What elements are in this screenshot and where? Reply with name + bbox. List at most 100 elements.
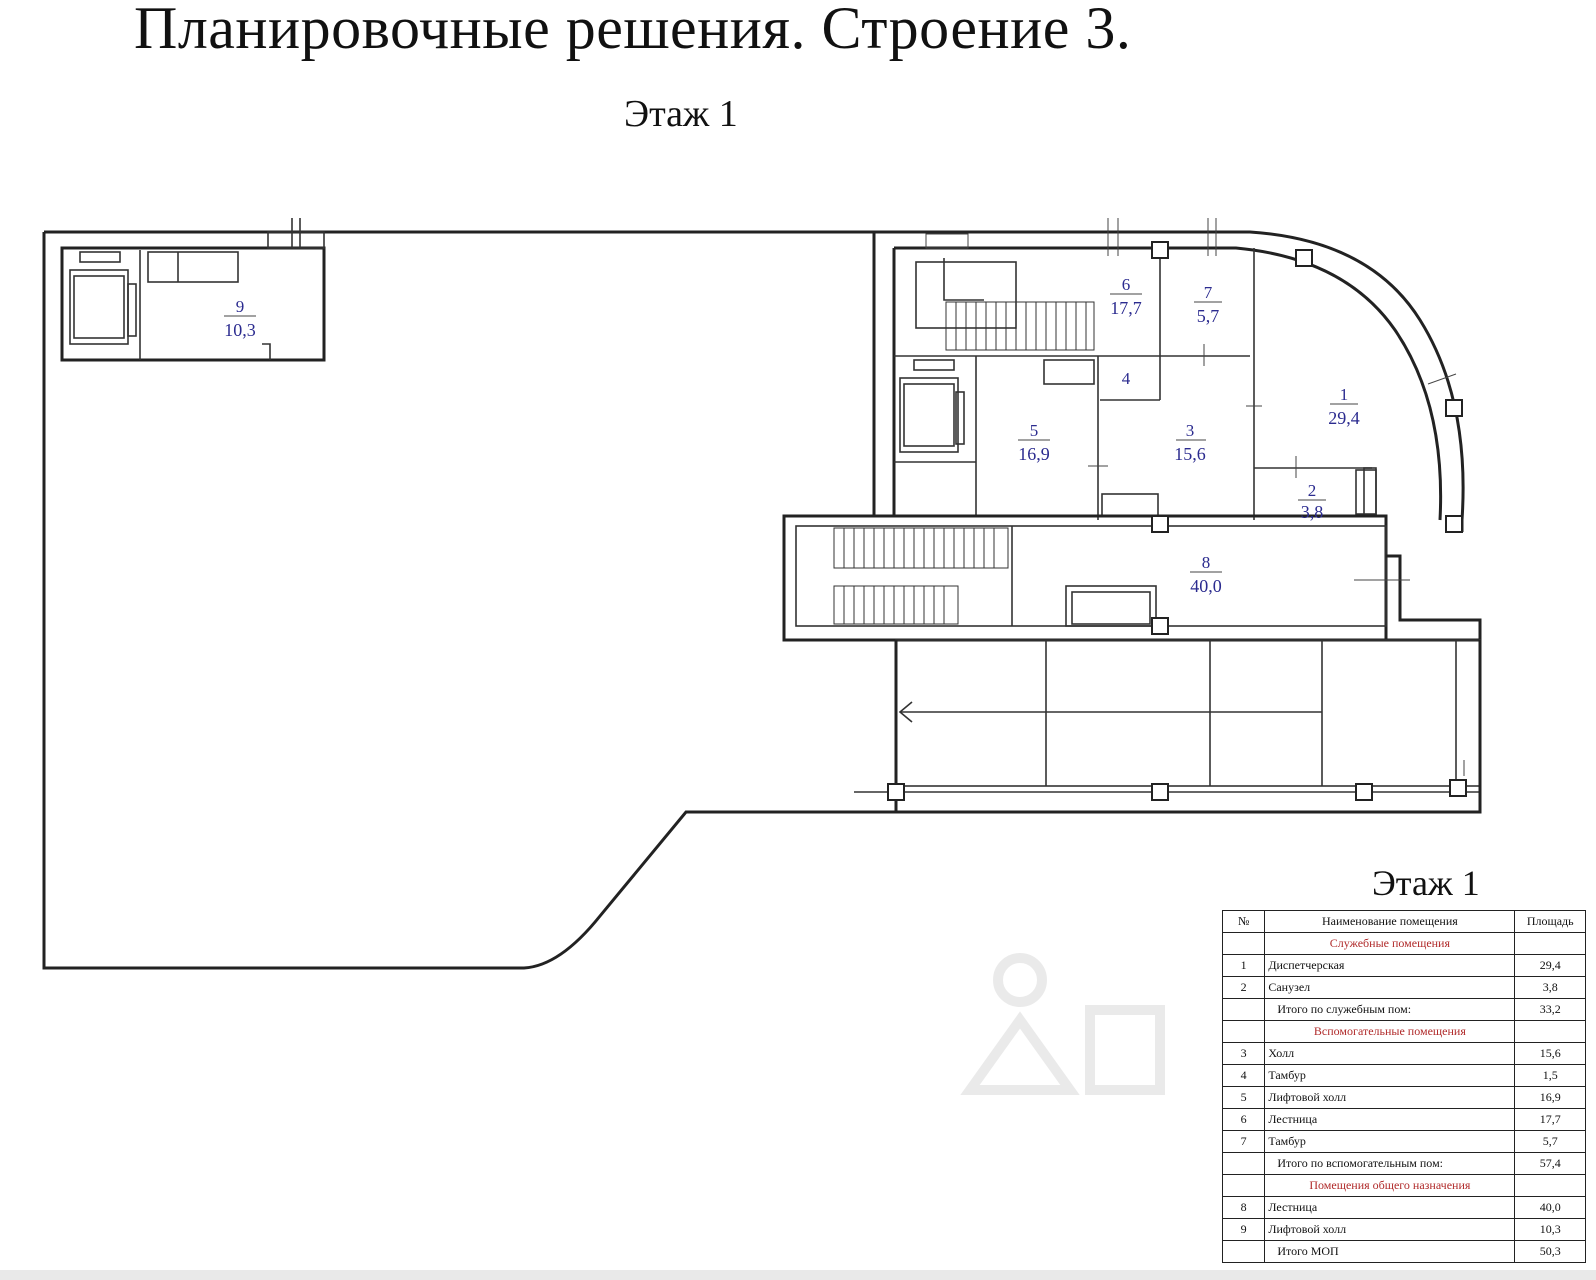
cell-area: 10,3 xyxy=(1514,1218,1586,1241)
building-outline xyxy=(42,230,1482,970)
room-label-5: 516,9 xyxy=(1018,421,1050,464)
cell-area: 15,6 xyxy=(1514,1042,1586,1065)
cell-area: 50,3 xyxy=(1514,1240,1586,1263)
cell-number: 9 xyxy=(1221,1218,1266,1241)
room-label-6: 617,7 xyxy=(1110,275,1142,318)
room-label-3: 315,6 xyxy=(1174,421,1206,464)
table-total-row: Итого по служебным пом:33,2 xyxy=(1221,998,1586,1021)
cell-number xyxy=(1221,932,1266,955)
table-section-row: Служебные помещения xyxy=(1221,932,1586,955)
column-header: Наименование помещения xyxy=(1264,910,1516,933)
cell-number xyxy=(1221,1240,1266,1263)
cell-number: 6 xyxy=(1221,1108,1266,1131)
room-label-4: 4 xyxy=(1122,369,1131,388)
svg-text:7: 7 xyxy=(1204,283,1213,302)
watermark-logo xyxy=(960,953,1165,1095)
column-header: № xyxy=(1221,910,1266,933)
cell-number xyxy=(1221,1020,1266,1043)
cell-number: 1 xyxy=(1221,954,1266,977)
table-section-row: Помещения общего назначения xyxy=(1221,1174,1586,1197)
cell-number: 5 xyxy=(1221,1086,1266,1109)
svg-text:5,7: 5,7 xyxy=(1197,306,1220,326)
cell-number: 8 xyxy=(1221,1196,1266,1219)
stair-6 xyxy=(945,301,1095,351)
page-title: Планировочные решения. Строение 3. xyxy=(134,0,1132,61)
cell-name: Тамбур xyxy=(1264,1064,1516,1087)
cell-name: Холл xyxy=(1264,1042,1516,1065)
cell-area xyxy=(1514,932,1586,955)
cell-name: Тамбур xyxy=(1264,1130,1516,1153)
table-section-row: Вспомогательные помещения xyxy=(1221,1020,1586,1043)
cell-number xyxy=(1221,1152,1266,1175)
svg-text:8: 8 xyxy=(1202,553,1211,572)
room-label-1: 129,4 xyxy=(1328,385,1360,428)
svg-text:9: 9 xyxy=(236,297,245,316)
cell-name: Санузел xyxy=(1264,976,1516,999)
cell-area: 3,8 xyxy=(1514,976,1586,999)
table-total-row: Итого по вспомогательным пом:57,4 xyxy=(1221,1152,1586,1175)
svg-text:16,9: 16,9 xyxy=(1018,444,1050,464)
svg-text:5: 5 xyxy=(1030,421,1039,440)
cell-name: Лестница xyxy=(1264,1108,1516,1131)
cell-name: Диспетчерская xyxy=(1264,954,1516,977)
cell-area: 17,7 xyxy=(1514,1108,1586,1131)
room-label-8: 840,0 xyxy=(1190,553,1222,596)
cell-name: Лифтовой холл xyxy=(1264,1086,1516,1109)
cell-area: 1,5 xyxy=(1514,1064,1586,1087)
cell-name: Лестница xyxy=(1264,1196,1516,1219)
room-label-9: 910,3 xyxy=(224,297,256,340)
svg-text:17,7: 17,7 xyxy=(1110,298,1142,318)
floor-heading: Этаж 1 xyxy=(624,93,738,135)
cell-number: 3 xyxy=(1221,1042,1266,1065)
cell-name: Служебные помещения xyxy=(1264,932,1516,955)
svg-text:4: 4 xyxy=(1122,369,1131,388)
table-header-row: № Наименование помещения Площадь xyxy=(1221,910,1586,933)
cell-name: Итого по служебным пом: xyxy=(1264,998,1516,1021)
rooms-table: № Наименование помещения Площадь Служебн… xyxy=(1221,910,1586,1263)
cell-name: Итого по вспомогательным пом: xyxy=(1264,1152,1516,1175)
cell-area: 40,0 xyxy=(1514,1196,1586,1219)
svg-text:1: 1 xyxy=(1340,385,1349,404)
svg-text:10,3: 10,3 xyxy=(224,320,256,340)
svg-text:15,6: 15,6 xyxy=(1174,444,1206,464)
cell-name: Помещения общего назначения xyxy=(1264,1174,1516,1197)
cell-area: 5,7 xyxy=(1514,1130,1586,1153)
cell-number: 4 xyxy=(1221,1064,1266,1087)
cell-area xyxy=(1514,1174,1586,1197)
cell-number xyxy=(1221,998,1266,1021)
column-header: Площадь xyxy=(1514,910,1586,933)
lift-block-left xyxy=(60,218,326,362)
openings xyxy=(925,218,1465,776)
columns xyxy=(887,241,1467,801)
cell-name: Лифтовой холл xyxy=(1264,1218,1516,1241)
cell-name: Вспомогательные помещения xyxy=(1264,1020,1516,1043)
bottom-bar xyxy=(0,1270,1596,1280)
svg-text:29,4: 29,4 xyxy=(1328,408,1360,428)
svg-text:3,8: 3,8 xyxy=(1301,502,1324,522)
cell-area: 16,9 xyxy=(1514,1086,1586,1109)
room-label-7: 75,7 xyxy=(1194,283,1222,326)
cell-name: Итого МОП xyxy=(1264,1240,1516,1263)
cell-number: 7 xyxy=(1221,1130,1266,1153)
svg-text:6: 6 xyxy=(1122,275,1131,294)
right-block-walls xyxy=(782,230,1482,812)
cell-number xyxy=(1221,1174,1266,1197)
room-label-2: 23,8 xyxy=(1298,481,1326,522)
svg-text:3: 3 xyxy=(1186,421,1195,440)
cell-area: 57,4 xyxy=(1514,1152,1586,1175)
cell-area: 29,4 xyxy=(1514,954,1586,977)
svg-text:40,0: 40,0 xyxy=(1190,576,1222,596)
table-heading: Этаж 1 xyxy=(1372,863,1480,903)
stair-8 xyxy=(833,527,1009,625)
